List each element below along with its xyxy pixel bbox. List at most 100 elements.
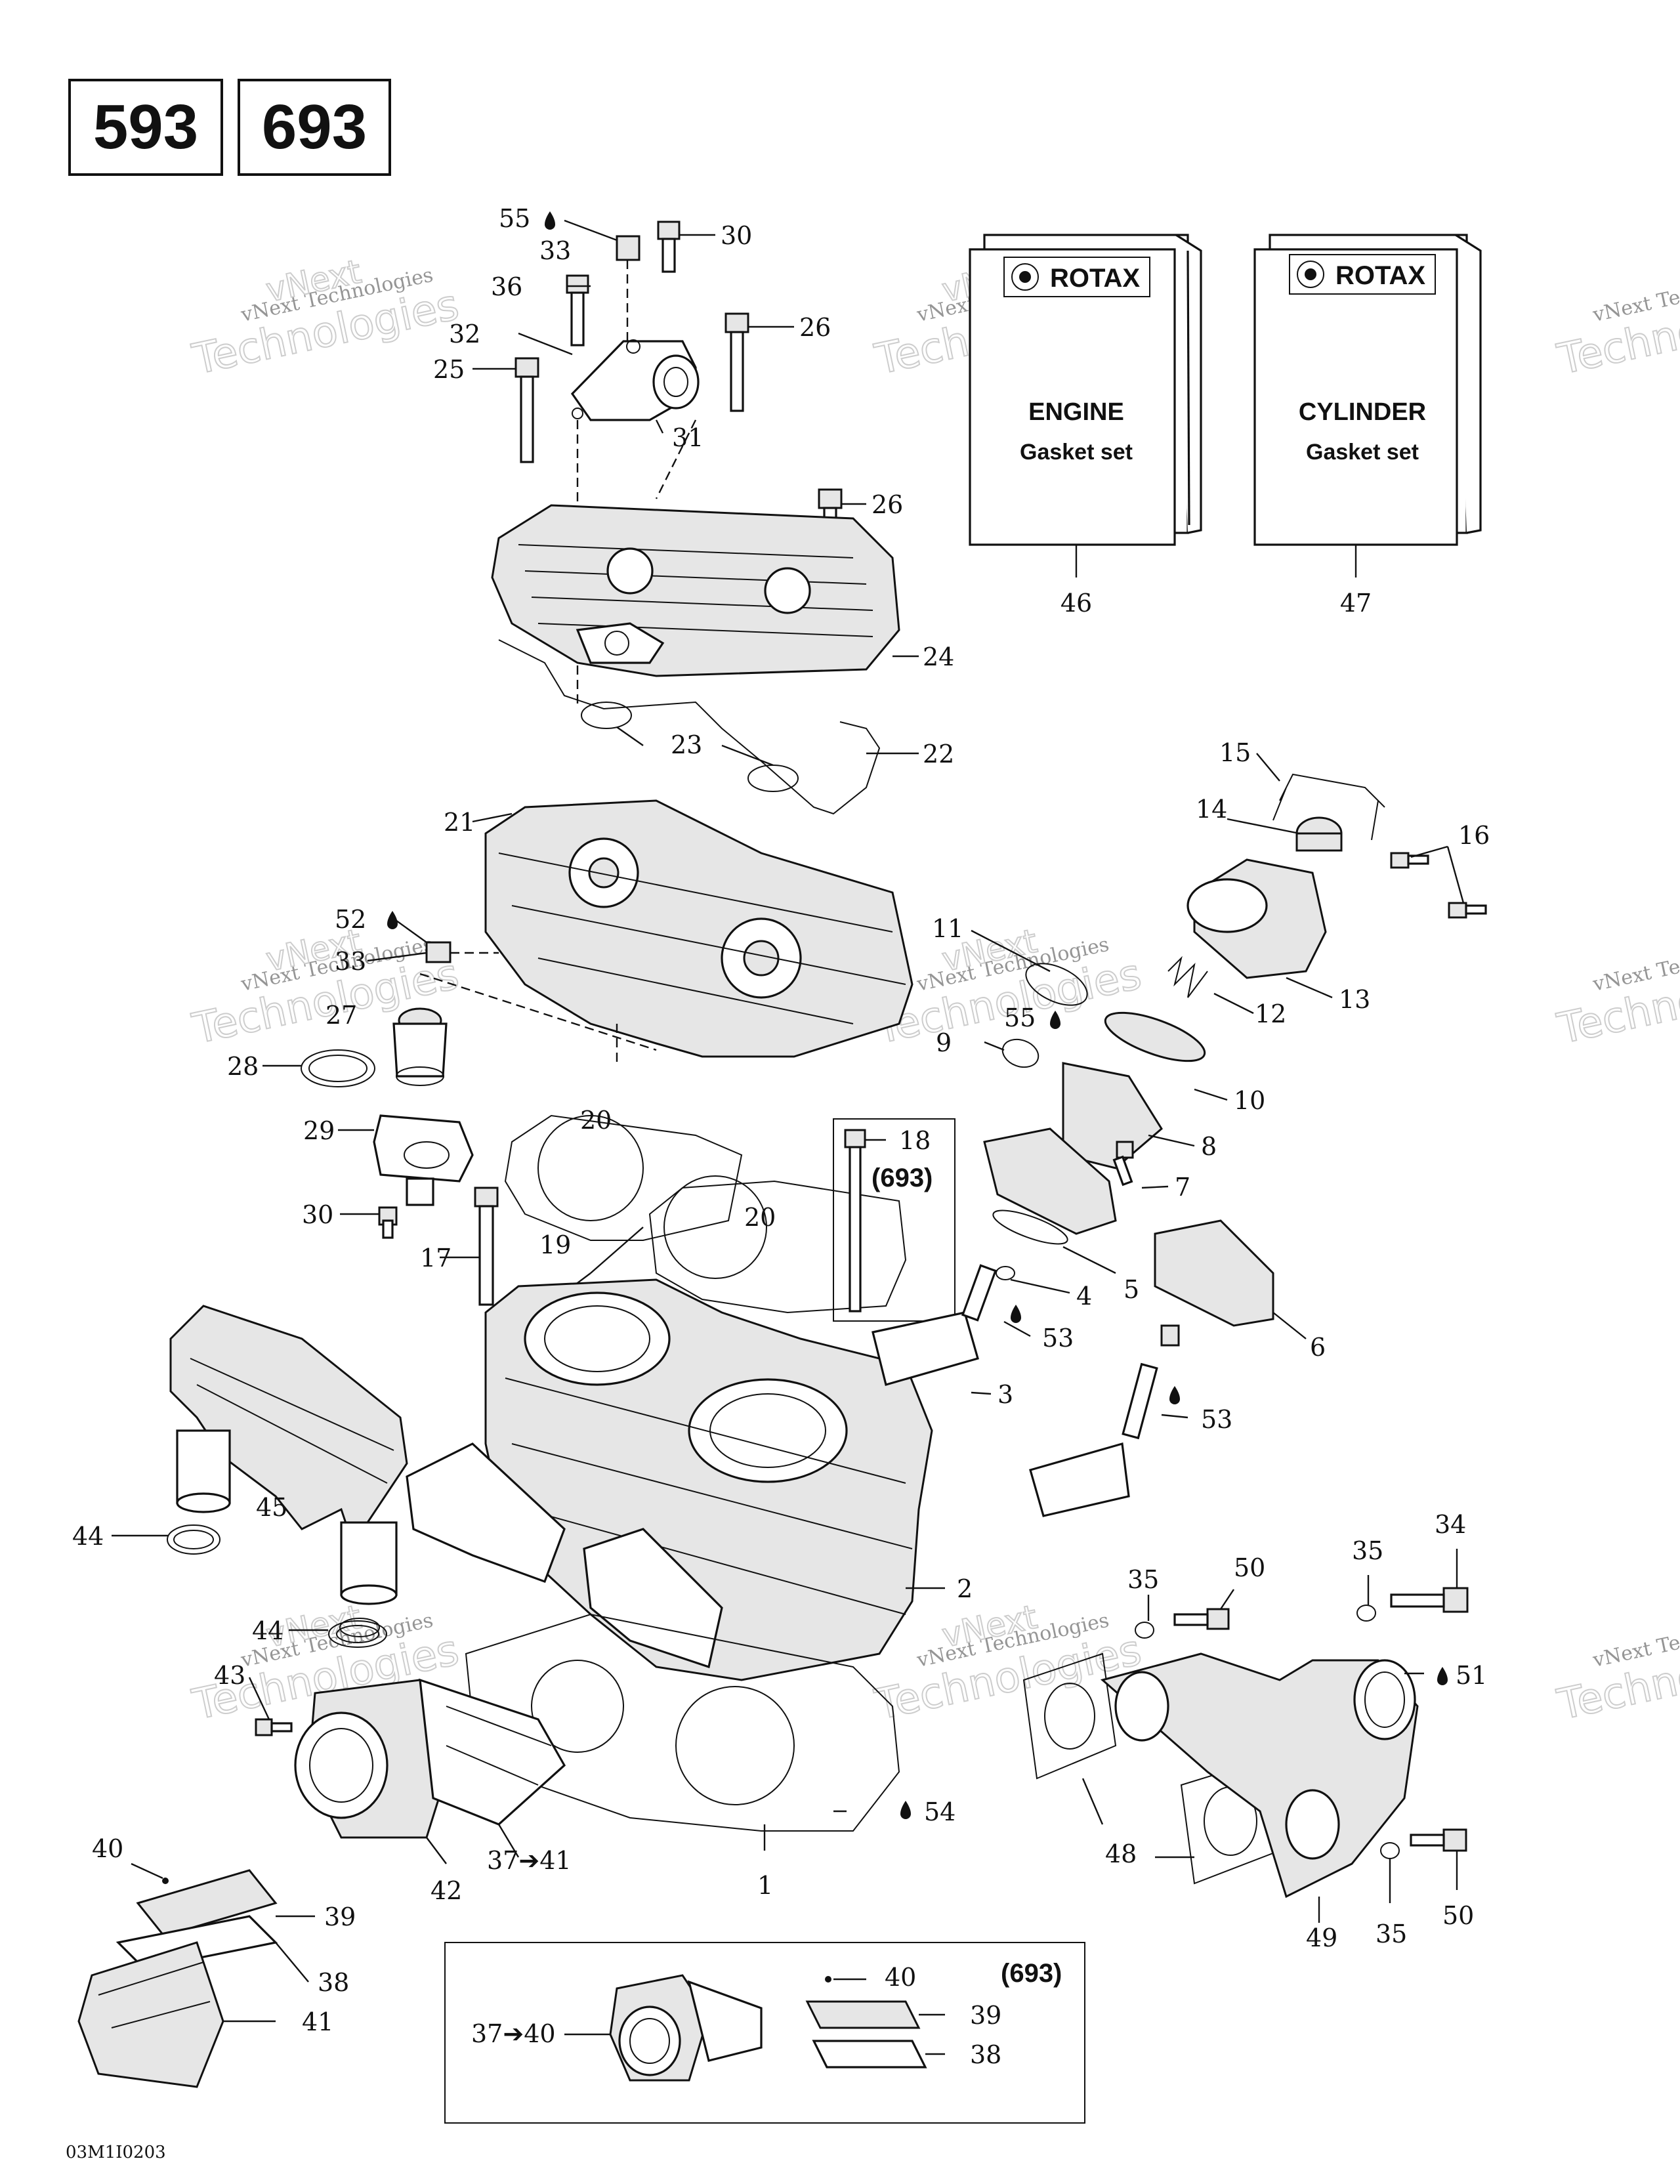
model-693-badge: 693 [238, 79, 391, 176]
callout-10: 10 [1234, 1086, 1265, 1115]
callout-53-upper: 53 [1042, 1324, 1074, 1353]
clamp-44b [328, 1620, 387, 1648]
callout-55-top: 55 [499, 204, 530, 233]
rotax-logo-box [1003, 257, 1150, 297]
cylinder-head-21 [484, 799, 914, 1058]
drop-icon [387, 911, 398, 929]
callout-3: 3 [998, 1380, 1013, 1409]
lubricant-drop-icons [387, 211, 1448, 1819]
callout-4: 4 [1076, 1282, 1092, 1311]
callout-42: 42 [430, 1876, 462, 1905]
drop-icon [1437, 1667, 1448, 1685]
callout-54: 54 [924, 1797, 956, 1826]
callout-44-left: 44 [72, 1522, 104, 1551]
inset-reed-38 [812, 2040, 927, 2068]
spring-12 [1167, 956, 1208, 998]
callout-1: 1 [757, 1871, 773, 1900]
callout-26-right: 26 [872, 490, 903, 519]
callout-40-inset: 40 [885, 1963, 916, 1992]
reed-stop-39 [136, 1869, 278, 1937]
plug-33 [616, 235, 640, 261]
gasket-11 [1025, 963, 1088, 1006]
model-693-label: 693 [261, 92, 368, 162]
watermark-topleft: Technologies vNext Technologies vNext [188, 252, 464, 385]
clamp-44a [167, 1524, 220, 1555]
exhaust-manifold-49 [1100, 1652, 1419, 1899]
callout-20-right: 20 [744, 1203, 776, 1232]
leader-lines [112, 219, 1465, 2055]
variant-tag-693-bolt: (693) [872, 1164, 933, 1192]
callout-33-mid: 33 [335, 947, 366, 976]
drop-icon [1050, 1011, 1060, 1029]
figure-code: 03M1I0203 [66, 2143, 166, 2162]
exhaust-side [1022, 1587, 1469, 1899]
clamp-44-lower [339, 1618, 380, 1637]
callout-40-left: 40 [92, 1834, 123, 1863]
screw-16a [1390, 852, 1410, 869]
callout-33-top: 33 [539, 236, 571, 265]
callout-55-mid: 55 [1004, 1003, 1036, 1032]
valve-housing-6b [1154, 1219, 1274, 1327]
callout-26-upper: 26 [799, 313, 831, 342]
callout-15: 15 [1219, 738, 1251, 767]
book-title-line2: Gasket set [1306, 440, 1419, 465]
valve-housing-6a [983, 1127, 1117, 1235]
inset-reed-39 [805, 2000, 921, 2029]
callout-21: 21 [444, 808, 475, 837]
callout-30-top: 30 [721, 221, 752, 250]
model-593-badge: 593 [68, 79, 223, 176]
callout-35-top: 35 [1352, 1536, 1383, 1565]
callout-23: 23 [671, 730, 702, 759]
head-gasket-20b [648, 1180, 907, 1314]
watermark-lowright: Technologies vNext Technologies [1553, 1609, 1680, 1731]
oring-9 [1001, 1038, 1040, 1068]
callout-48: 48 [1105, 1839, 1137, 1868]
drop-icon [545, 211, 555, 230]
rotax-gear-icon [1011, 263, 1039, 291]
rotax-logo-box [1289, 254, 1436, 295]
reed-cage-left [406, 1442, 566, 1584]
callout-49: 49 [1306, 1923, 1337, 1952]
screw-7 [1116, 1141, 1134, 1159]
callout-50-top: 50 [1234, 1553, 1265, 1582]
callout-6: 6 [1310, 1333, 1326, 1362]
thermostat-cover-29 [373, 1114, 474, 1183]
callout-28: 28 [227, 1052, 259, 1081]
rave-valve-3b [1029, 1442, 1130, 1517]
oring-23a [581, 702, 632, 729]
model-593-label: 593 [93, 92, 199, 162]
stud-17-head [474, 1186, 499, 1208]
callout-8: 8 [1201, 1132, 1217, 1161]
exhaust-gasket-48a [1022, 1652, 1117, 1780]
exhaust-manifold-45 [169, 1305, 408, 1605]
callout-19: 19 [539, 1230, 571, 1259]
spring-clip-15 [1272, 773, 1385, 841]
drop-icon [1011, 1305, 1021, 1323]
intake-adapter-42 [294, 1678, 566, 1839]
oring-23b [747, 765, 799, 792]
callout-39-left: 39 [324, 1902, 356, 1931]
bolt-18-head [844, 1129, 866, 1148]
rotax-gear-icon [1297, 261, 1324, 288]
reed-cage-41 [77, 1941, 224, 2088]
callout-32: 32 [449, 320, 480, 348]
callout-53-lower: 53 [1201, 1405, 1232, 1434]
callout-36: 36 [491, 272, 522, 301]
callout-47: 47 [1340, 589, 1372, 618]
bolt-50a-head [1206, 1608, 1230, 1630]
gasket-5 [992, 1209, 1068, 1245]
callout-51: 51 [1456, 1661, 1487, 1690]
callout-16: 16 [1458, 821, 1490, 850]
bolt-43 [255, 1718, 273, 1736]
reed-valve-set [77, 1869, 278, 2088]
callout-30-lower: 30 [302, 1200, 333, 1229]
callout-9: 9 [936, 1028, 952, 1057]
washer-35c [1380, 1842, 1400, 1859]
reed-cage-right [583, 1528, 723, 1669]
engine-gasket-set-book: ROTAX ENGINE Gasket set 46 [969, 234, 1202, 618]
book-title-line1: CYLINDER [1299, 398, 1426, 426]
callout-24: 24 [923, 642, 954, 671]
callout-2: 2 [957, 1574, 973, 1603]
book-brand: ROTAX [1050, 264, 1140, 293]
